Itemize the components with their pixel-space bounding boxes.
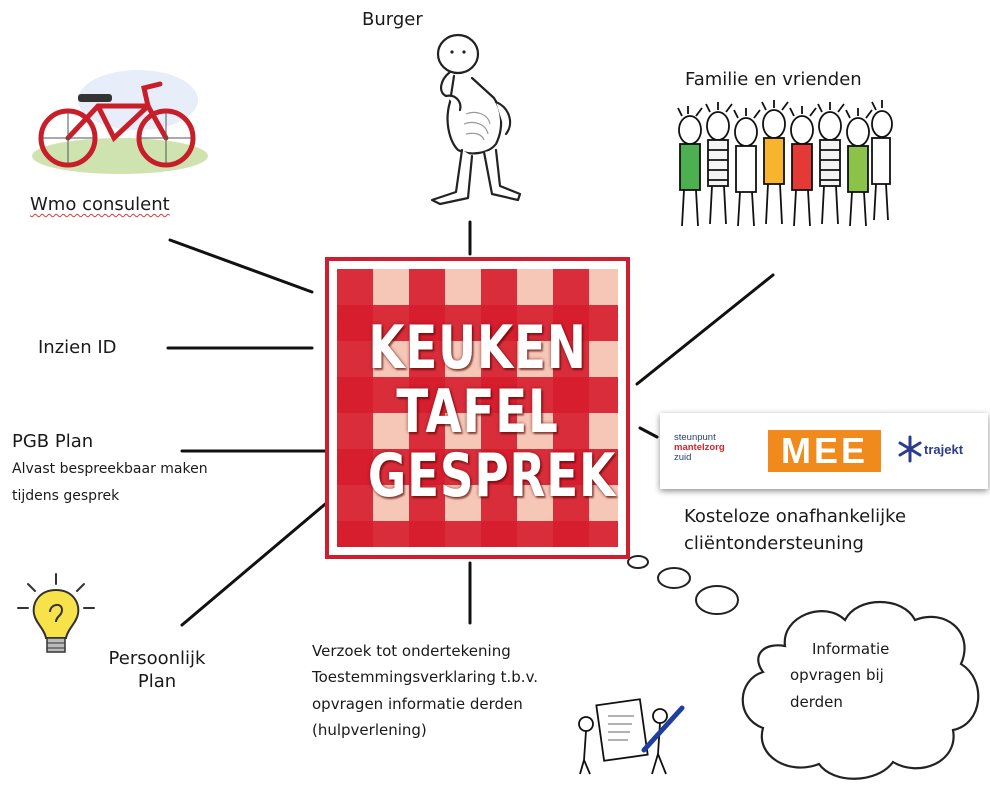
connector-persoonlijk: [180, 498, 332, 627]
thought-cloud-icon: [741, 600, 980, 780]
keukentafelgesprek-logo: KEUKEN TAFEL GESPREK: [325, 257, 630, 559]
connector-organisations: [638, 426, 659, 439]
steunpunt-mantelzorg-logo: steunpunt mantelzorg zuid: [674, 432, 725, 463]
label-burger: Burger: [362, 9, 423, 30]
connector-wmo: [168, 238, 314, 294]
bicycle-icon: [32, 70, 208, 174]
organisations-panel: steunpunt mantelzorg zuid MEE trajekt: [660, 413, 988, 489]
lightbulb-icon: [17, 573, 95, 653]
thinking-man-icon: [430, 33, 522, 206]
logo-line-2: TAFEL: [396, 377, 559, 447]
label-pgb-plan: PGB Plan: [12, 431, 94, 452]
trajekt-star-icon: [898, 435, 922, 463]
mee-logo: MEE: [768, 430, 881, 472]
label-verzoek: Verzoek tot ondertekening Toestemmingsve…: [312, 642, 539, 739]
logo-line-3: GESPREK: [367, 441, 617, 511]
label-informatie-opvragen: Informatie opvragen bij derden: [790, 640, 890, 711]
crowd-icon: [677, 100, 893, 227]
thought-bubbles: [627, 555, 739, 615]
label-kosteloze: Kosteloze onafhankelijke cliëntondersteu…: [684, 506, 907, 555]
checkered-tablecloth: KEUKEN TAFEL GESPREK: [337, 269, 618, 547]
label-persoonlijk-plan: Persoonlijk Plan: [108, 648, 206, 693]
connector-familie: [635, 273, 775, 386]
trajekt-logo: trajekt: [924, 442, 964, 457]
label-familie: Familie en vrienden: [685, 69, 862, 90]
logo-line-1: KEUKEN: [368, 313, 587, 383]
pgb-line-2: tijdens gesprek: [12, 488, 120, 504]
label-wmo-consulent: Wmo consulent: [30, 194, 170, 215]
pgb-line-1: Alvast bespreekbaar maken: [12, 461, 208, 477]
signing-document-icon: [578, 698, 685, 775]
label-inzien-id: Inzien ID: [38, 337, 117, 358]
